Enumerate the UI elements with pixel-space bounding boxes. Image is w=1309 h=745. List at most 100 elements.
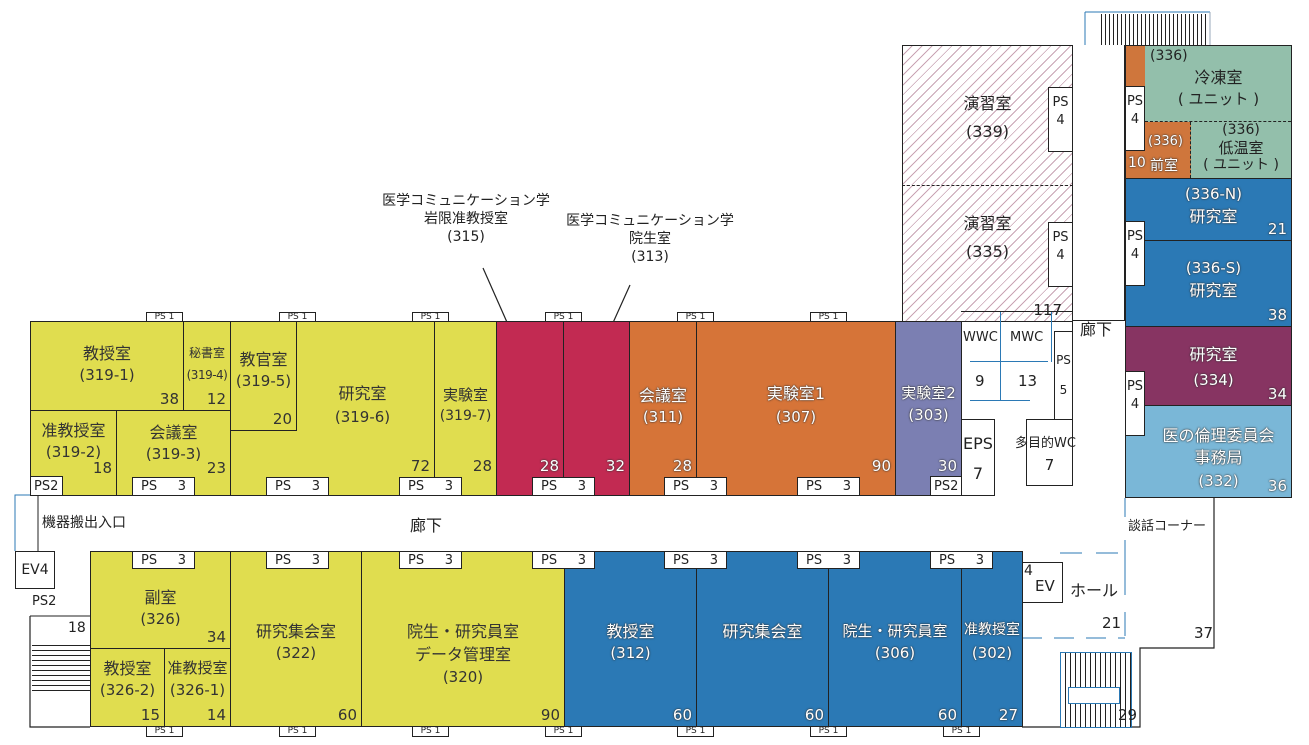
room-area: 36: [1267, 477, 1287, 495]
room-area: 30: [937, 457, 957, 475]
elevator-ev4[interactable]: EV4: [15, 551, 55, 589]
room-area: 60: [937, 706, 957, 724]
room-303[interactable]: 実験室2 (303) 30: [895, 321, 962, 496]
stairs-top: [1084, 11, 1211, 45]
room-name: 医の倫理委員会: [1162, 426, 1275, 445]
divider: [1145, 121, 1291, 122]
room-322[interactable]: 研究集会室 (322) 60: [230, 551, 362, 727]
room-319-1[interactable]: 教授室 (319-1) 38: [30, 321, 184, 411]
divider: [1051, 312, 1052, 362]
room-number: (319-6): [334, 408, 391, 426]
room-number: (307): [775, 408, 817, 426]
room-326-2[interactable]: 教授室 (326-2) 15: [90, 648, 165, 727]
room-336-s[interactable]: (336-S) 研究室 38: [1125, 240, 1292, 327]
divider: [970, 400, 1030, 401]
room-311[interactable]: 会議室 (311) 28: [629, 321, 697, 496]
ps-small: PS 1: [279, 312, 316, 322]
ps-small: PS 1: [810, 312, 847, 322]
room-number: (326): [140, 610, 181, 628]
room-number: (306): [874, 644, 916, 662]
room-number: (339): [965, 122, 1010, 141]
room-area: 14: [206, 706, 226, 724]
room-334[interactable]: 研究室 (334) 34: [1125, 326, 1292, 406]
room-315[interactable]: 28: [496, 321, 564, 496]
room-area: 90: [871, 457, 891, 475]
room-319-7[interactable]: 実験室 (319-7) 28: [434, 321, 497, 496]
room-320[interactable]: 院生・研究員室 データ管理室 (320) 90: [361, 551, 565, 727]
ps-small: PS 1: [943, 726, 980, 737]
callout-line: 医学コミュニケーション学: [566, 213, 734, 229]
room-area: 34: [206, 628, 226, 646]
room-area: 12: [206, 390, 226, 408]
room-area: 34: [1267, 385, 1287, 403]
room-area: 38: [1267, 306, 1287, 324]
stairs-left: [32, 645, 90, 695]
room-name: 副室: [144, 588, 177, 607]
room-name: 教官室: [239, 350, 288, 369]
room-name: 実験室1: [766, 384, 826, 403]
room-319-5[interactable]: 教官室 (319-5) 20: [230, 321, 297, 431]
room-area: 28: [672, 457, 692, 475]
stairs-top-steps: [1098, 14, 1208, 45]
room-335[interactable]: 演習室 (335) 117: [902, 185, 1073, 322]
room-312[interactable]: 教授室 (312) 60: [564, 551, 697, 727]
room-307[interactable]: 実験室1 (307) 90: [696, 321, 896, 496]
ps-small: PS 1: [146, 726, 183, 737]
room-306[interactable]: 院生・研究員室 (306) 60: [828, 551, 962, 727]
room-336-n[interactable]: (336-N) 研究室 21: [1125, 178, 1292, 241]
callout-line: 院生室: [629, 231, 671, 248]
room-area: 21: [1267, 220, 1287, 238]
corridor-vertical: [1072, 45, 1125, 321]
multi-wc-label: 多目的WC: [1015, 436, 1076, 451]
room-number: (303): [908, 406, 949, 424]
room-area: 72: [410, 457, 430, 475]
room-name-2: データ管理室: [414, 645, 511, 664]
room-name: 低温室: [1218, 138, 1264, 157]
room-research-meeting[interactable]: 研究集会室 60: [696, 551, 829, 727]
multipurpose-wc[interactable]: 多目的WC 7: [1015, 419, 1076, 486]
room-area: 15: [140, 706, 160, 724]
stair-left-area: 18: [68, 620, 86, 636]
room-area: 27: [998, 706, 1018, 724]
stairs-landing: [1068, 687, 1120, 704]
room-number: (322): [275, 644, 317, 662]
room-area: 23: [206, 459, 226, 477]
room-name: 研究室: [1189, 345, 1238, 364]
ps2-shaft: PS2: [30, 476, 63, 496]
ps-small: PS 1: [146, 312, 183, 322]
room-332[interactable]: 医の倫理委員会 事務局 (332) 36: [1125, 405, 1292, 498]
room-319-4[interactable]: 秘書室 (319-4) 12: [183, 321, 231, 411]
room-336-lowtemp[interactable]: (336) 低温室 ( ユニット ): [1191, 122, 1291, 174]
wwc-area: 9: [975, 372, 985, 390]
callout-line: (315): [447, 229, 485, 246]
room-313[interactable]: 32: [563, 321, 630, 496]
divider: [1000, 312, 1001, 400]
room-area: 32: [605, 457, 625, 475]
room-number: (319-5): [235, 372, 292, 390]
ps-small: PS 1: [810, 726, 847, 737]
room-number: (311): [642, 408, 684, 426]
room-302[interactable]: 准教授室 (302) 27: [961, 551, 1023, 727]
room-number: (336-S): [1185, 259, 1242, 277]
room-sub: ( ユニット ): [1203, 156, 1279, 173]
room-name: 研究集会室: [722, 622, 803, 641]
room-name: 研究室: [338, 384, 387, 403]
mwc-area: 13: [1018, 372, 1038, 390]
room-326-1[interactable]: 准教授室 (326-1) 14: [164, 648, 231, 727]
room-number: (336): [1222, 122, 1260, 138]
room-339[interactable]: 演習室 (339): [902, 45, 1073, 186]
room-number: (335): [965, 242, 1010, 261]
room-number: (336): [1148, 134, 1183, 149]
stair-area: 29: [1118, 706, 1138, 724]
elevator[interactable]: 4 EV: [1022, 562, 1063, 603]
